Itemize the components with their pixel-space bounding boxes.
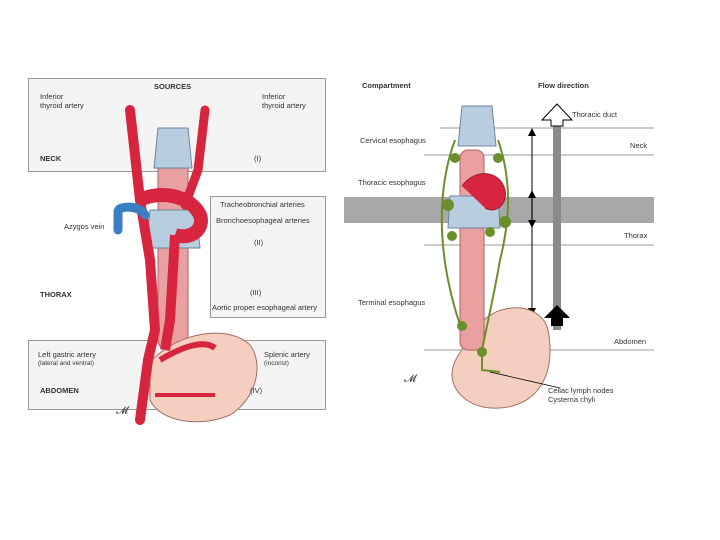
cysterna-label: Cysterna chyli: [548, 395, 596, 404]
tracheobronchial-label: Tracheobronchial arteries: [220, 200, 305, 209]
bronchoesophageal-label: Bronchoesophageal arteries: [216, 216, 310, 225]
neck-label: NECK: [40, 154, 62, 163]
inferior-thyroid-left-line1: Inferior: [40, 92, 64, 101]
abdomen-label-right: Abdomen: [614, 337, 647, 346]
left-gastric-line1: Left gastric artery: [38, 350, 96, 359]
sources-header: SOURCES: [154, 82, 192, 91]
svg-text:𝓜: 𝓜: [116, 405, 130, 417]
inferior-thyroid-right-line1: Inferior: [262, 92, 286, 101]
celiac-label: Celiac lymph nodes: [548, 386, 614, 395]
cervical-label: Cervical esophagus: [360, 136, 426, 145]
thorax-roman: (III): [250, 288, 262, 297]
aortic-label: Aortic proper esophageal artery: [212, 303, 318, 312]
bronch-roman: (II): [254, 238, 264, 247]
splenic-line1: Splenic artery: [264, 350, 310, 359]
svg-text:𝓜: 𝓜: [404, 373, 418, 385]
thorax-label-right: Thorax: [624, 231, 648, 240]
abdomen-label: ABDOMEN: [40, 386, 79, 395]
terminal-label: Terminal esophagus: [358, 298, 426, 307]
thoracic-esophagus-label: Thoracic esophagus: [358, 178, 426, 187]
neck-roman: (I): [254, 154, 262, 163]
left-gastric-line2: (lateral and ventral): [38, 360, 94, 367]
inferior-thyroid-left-line2: thyroid artery: [40, 101, 84, 110]
splenic-line2: (inconst): [264, 360, 289, 367]
inferior-thyroid-right-line2: thyroid artery: [262, 101, 306, 110]
compartment-header: Compartment: [362, 81, 411, 90]
flow-direction-header: Flow direction: [538, 81, 589, 90]
thoracic-duct-label: Thoracic duct: [572, 110, 618, 119]
azygos-label: Azygos vein: [64, 222, 105, 231]
neck-label-right: Neck: [630, 141, 648, 150]
abdomen-roman: (IV): [250, 386, 263, 395]
thorax-section-box: [210, 196, 326, 318]
thorax-label: THORAX: [40, 290, 72, 299]
